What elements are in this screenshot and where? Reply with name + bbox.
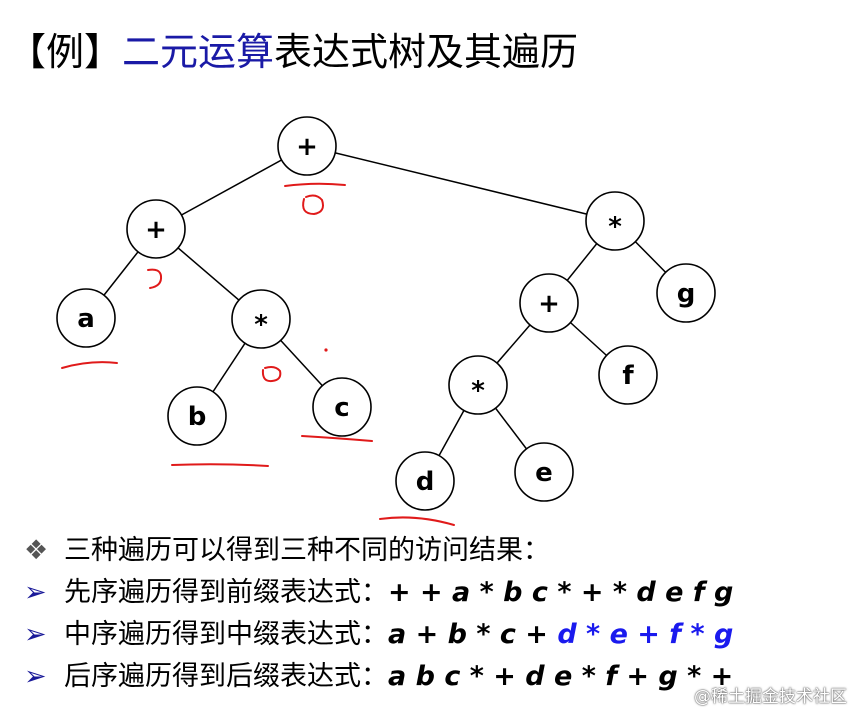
tree-node-n7: g [656, 263, 716, 323]
prefix-label: 先序遍历得到前缀表达式： [64, 577, 388, 608]
tree-node-circle [231, 289, 291, 349]
arrow-bullet-icon: ➢ [24, 619, 47, 650]
tree-node-n11: * [448, 355, 508, 415]
tree-node-label: f [622, 361, 634, 391]
infix-expression: a + b * c + d * e + f * g [388, 619, 733, 650]
tree-node-circle [514, 442, 574, 502]
infix-expression-blue: d * e + f * g [557, 619, 734, 650]
expression-tree: + + * a * + g b c f * d e [56, 116, 716, 526]
tree-node-n5: * [231, 289, 291, 349]
tree-node-label: d [416, 467, 435, 497]
tree-node-label: a [77, 304, 95, 334]
tree-node-n9: c [312, 377, 372, 437]
watermark: @稀土掘金技术社区 [694, 687, 847, 707]
tree-node-circle [395, 451, 455, 511]
tree-node-n4: a [56, 288, 116, 348]
title-blue-part: 二元运算 [122, 30, 275, 74]
tree-node-n1: + [277, 116, 337, 176]
arrow-bullet-icon: ➢ [24, 661, 47, 692]
tree-node-label: e [535, 458, 553, 488]
infix-expression-black: a + b * c + [388, 619, 558, 650]
tree-node-circle [448, 355, 508, 415]
annotation-underline-a [61, 361, 118, 369]
tree-node-label: b [188, 402, 207, 432]
tree-node-circle [656, 263, 716, 323]
tree-node-circle [56, 288, 116, 348]
annotation-mark-plus [147, 268, 163, 289]
diamond-bullet-icon: ❖ [24, 535, 49, 566]
prefix-line: ➢ 先序遍历得到前缀表达式：+ + a * b c * + * d e f g [24, 572, 733, 614]
traversal-notes: ❖ 三种遍历可以得到三种不同的访问结果： ➢ 先序遍历得到前缀表达式：+ + a *… [24, 530, 733, 698]
intro-text: 三种遍历可以得到三种不同的访问结果： [64, 535, 550, 566]
tree-node-label: * [254, 310, 268, 340]
tree-node-label: + [296, 132, 318, 162]
tree-node-label: + [538, 289, 560, 319]
tree-node-circle [126, 199, 186, 259]
infix-line: ➢ 中序遍历得到中缀表达式：a + b * c + d * e + f * g [24, 614, 733, 656]
annotation-underline-root [284, 182, 346, 187]
postfix-line: ➢ 后序遍历得到后缀表达式：a b c * + d e * f + g * + [24, 656, 733, 698]
postfix-label: 后序遍历得到后缀表达式： [64, 661, 388, 692]
page-title: 【例】二元运算表达式树及其遍历 [8, 28, 578, 76]
annotation-mark-root [302, 194, 324, 216]
tree-node-label: * [471, 376, 485, 406]
tree-node-label: + [145, 215, 167, 245]
infix-label: 中序遍历得到中缀表达式： [64, 619, 388, 650]
tree-node-circle [598, 345, 658, 405]
annotation-mark-star [261, 366, 282, 383]
tree-node-n8: b [167, 386, 227, 446]
tree-node-label: * [608, 212, 622, 242]
tree-node-circle [167, 386, 227, 446]
tree-node-n3: * [585, 191, 645, 251]
tree-node-n10: f [598, 345, 658, 405]
annotation-underline-d [379, 516, 455, 526]
arrow-bullet-icon: ➢ [24, 577, 47, 608]
postfix-expression: a b c * + d e * f + g * + [388, 661, 734, 692]
annotation-dot [324, 348, 328, 352]
handwritten-annotations [61, 182, 455, 526]
tree-node-n6: + [519, 273, 579, 333]
tree-node-n12: d [395, 451, 455, 511]
annotation-underline-c [301, 435, 373, 442]
tree-node-label: g [677, 279, 696, 309]
intro-line: ❖ 三种遍历可以得到三种不同的访问结果： [24, 530, 733, 572]
title-black-part: 表达式树及其遍历 [274, 30, 579, 74]
prefix-expression: + + a * b c * + * d e f g [388, 577, 734, 608]
annotation-underline-b [171, 463, 269, 467]
tree-node-circle [519, 273, 579, 333]
tree-edge-n1-n3 [306, 145, 616, 222]
title-bracket: 【例】 [8, 30, 123, 74]
tree-nodes: + + * a * + g b c f * d e [56, 116, 716, 511]
tree-node-label: c [334, 393, 349, 423]
tree-node-circle [585, 191, 645, 251]
tree-node-circle [277, 116, 337, 176]
tree-node-n2: + [126, 199, 186, 259]
tree-node-circle [312, 377, 372, 437]
tree-node-n13: e [514, 442, 574, 502]
